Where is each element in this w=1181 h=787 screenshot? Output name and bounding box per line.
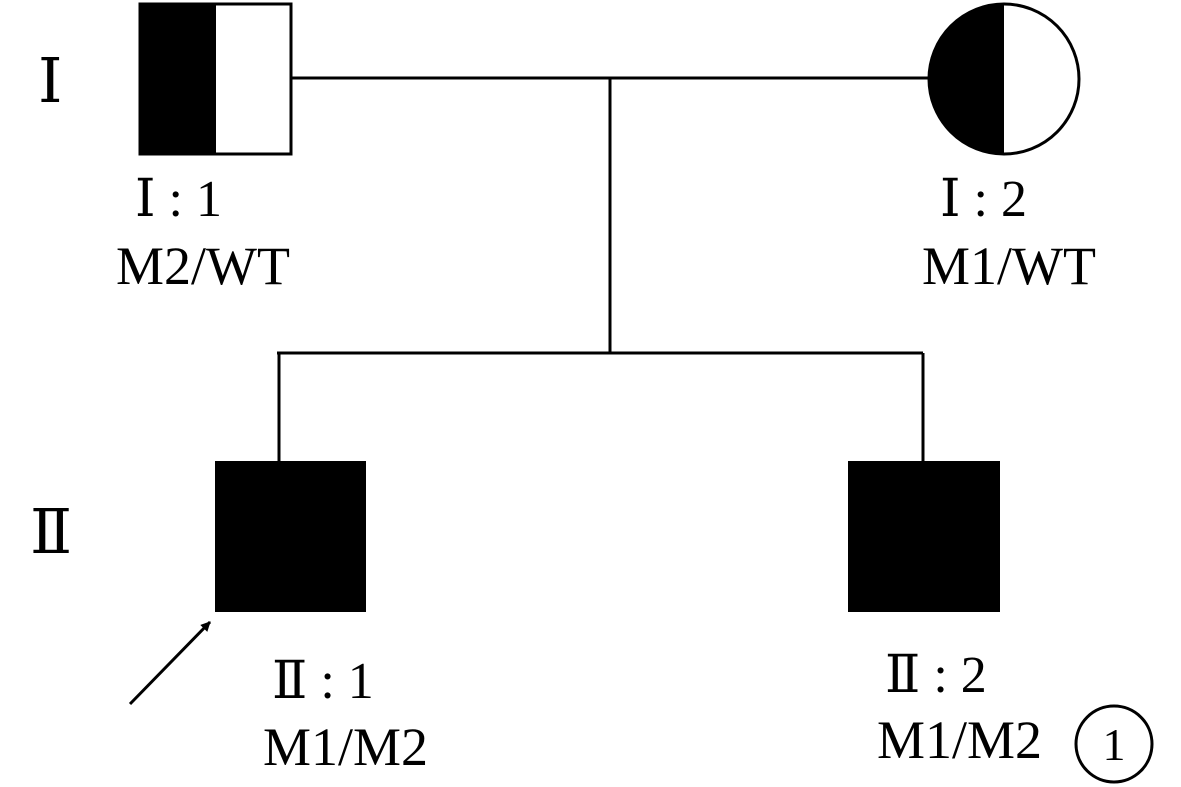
individual-II-1-id: Ⅱ : 1 xyxy=(272,653,374,710)
individual-I-2-symbol xyxy=(927,2,1081,156)
individual-II-2-id: Ⅱ : 2 xyxy=(885,647,987,704)
carrier-fill-left xyxy=(929,4,1004,154)
individual-I-2-genotype: M1/WT xyxy=(922,236,1096,296)
individual-II-2-symbol xyxy=(848,461,1000,612)
individual-II-1-symbol xyxy=(215,461,366,612)
generation-label-1: Ⅰ xyxy=(38,48,63,116)
proband-arrow xyxy=(128,620,212,706)
male-square-outline xyxy=(138,2,293,156)
pedigree-lines xyxy=(277,76,930,461)
annotation-circle xyxy=(1074,704,1154,784)
individual-I-1-genotype: M2/WT xyxy=(116,236,290,296)
female-circle-outline xyxy=(927,2,1081,156)
individual-I-1-symbol xyxy=(138,2,293,156)
individual-I-1-id: Ⅰ : 1 xyxy=(135,171,222,228)
annotation-number: 1 xyxy=(1103,719,1126,770)
individual-II-1-genotype: M1/M2 xyxy=(263,717,428,777)
carrier-fill-left xyxy=(140,4,216,154)
generation-label-2: Ⅱ xyxy=(30,499,72,567)
individual-I-2-id: Ⅰ : 2 xyxy=(940,171,1027,228)
individual-II-2-genotype: M1/M2 xyxy=(877,710,1042,770)
